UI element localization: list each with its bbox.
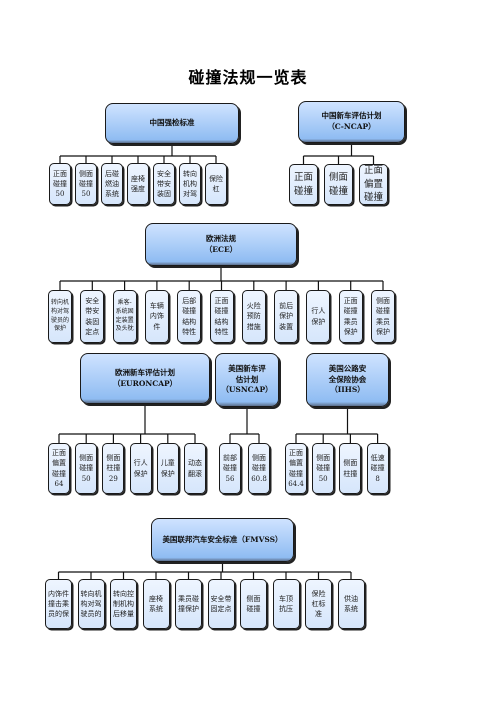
china-item: 转向 机构 对驾 (179, 163, 201, 205)
china-item: 座椅 强度 (127, 163, 149, 205)
ece-item: 侧面 碰撞 乘员 保护 (371, 290, 395, 343)
china-item: 正面 碰撞 50 (49, 163, 71, 205)
usncap-header: 美国新车评估计划（USNCAP） (215, 353, 279, 407)
group-header-line: （IIHS） (330, 385, 365, 395)
china-item: 保险 杠 (205, 163, 227, 205)
ece-item: 前后 保护 装置 (274, 290, 299, 343)
ece-item: 行人 保护 (306, 290, 331, 343)
euroncap-item: 动态 翻滚 (184, 443, 206, 494)
fmvss-item: 侧面 碰撞 (240, 579, 267, 629)
euroncap-item: 侧面 柱撞 29 (102, 443, 125, 494)
group-header-line: 中国强检标准 (149, 118, 195, 128)
ece-item: 安全 带安 装固 定点 (80, 290, 105, 343)
fmvss-item: 内饰件 撞击乘 员的保 (45, 579, 72, 629)
group-header-line: 美国联邦汽车安全标准（FMVSS） (162, 534, 283, 544)
fmvss-item: 转向控 制机构 后移量 (110, 579, 137, 629)
ece-item: 车辆 内饰 件 (144, 290, 169, 343)
group-header-line: 全保险协会 (328, 374, 367, 384)
china-item: 安全 带安 装固 (153, 163, 175, 205)
cncap-item: 侧面 碰撞 (324, 164, 353, 205)
cncap-header: 中国新车评估计划（C-NCAP） (298, 101, 405, 143)
ece-header: 欧洲法规（ECE） (145, 223, 297, 266)
euroncap-item: 儿童 保护 (156, 443, 179, 494)
iihs-item: 侧面 碰撞 50 (312, 443, 335, 494)
euroncap-item: 正面 偏置 碰撞 64 (48, 443, 70, 494)
ece-item: 后部 碰撞 结构 特性 (177, 290, 202, 343)
iihs-item: 正面 偏置 碰撞 64.4 (285, 443, 307, 494)
group-header-line: 估计划 (235, 374, 259, 384)
iihs-item: 侧面 柱撞 (339, 443, 362, 494)
ece-item: 正面 碰撞 结构 特性 (209, 290, 234, 343)
fmvss-item: 安全带 固定点 (207, 579, 235, 629)
china-item: 侧面 碰撞 50 (75, 163, 97, 205)
fmvss-item: 供油 系统 (337, 579, 365, 629)
fmvss-item: 保险 杠标 准 (305, 579, 332, 629)
fmvss-item: 座椅 系统 (142, 579, 170, 629)
euroncap-item: 行人 保护 (129, 443, 152, 494)
china-header: 中国强检标准 (105, 103, 239, 144)
iihs-item: 低速 碰撞 8 (366, 443, 389, 494)
usncap-item: 侧面 碰撞 60.8 (248, 443, 270, 494)
usncap-item: 前部 碰撞 56 (219, 443, 241, 494)
fmvss-item: 乘员碰 撞保护 (175, 579, 202, 629)
china-item: 后碰 燃油 系统 (101, 163, 123, 205)
fmvss-header: 美国联邦汽车安全标准（FMVSS） (151, 518, 294, 562)
group-header-line: 美国新车评 (228, 363, 266, 373)
ece-item: 乘客- 系统固 定装置 及头枕 (112, 290, 137, 343)
cncap-item: 正面 碰撞 (289, 164, 318, 205)
group-header-line: （USNCAP） (221, 385, 273, 395)
group-header-line: 欧洲法规 (206, 233, 236, 243)
ece-item: 转向机 构对驾 驶员的 保护 (48, 290, 72, 343)
cncap-item: 正面 偏置 碰撞 (359, 164, 388, 205)
euroncap-header: 欧洲新车评估计划（EURONCAP） (80, 353, 210, 404)
euroncap-item: 侧面 碰撞 50 (75, 443, 98, 494)
group-header-line: （EURONCAP） (112, 378, 178, 388)
iihs-header: 美国公路安全保险协会（IIHS） (306, 353, 389, 407)
group-header-line: 美国公路安 (328, 363, 367, 373)
fmvss-item: 车顶 抗压 (272, 579, 300, 629)
fmvss-item: 转向机 构对驾 驶员的 (77, 579, 105, 629)
group-header-line: 欧洲新车评估计划 (115, 367, 175, 377)
ece-item: 正面 碰撞 乘员 保护 (338, 290, 363, 343)
page-title: 碰撞法规一览表 (188, 68, 308, 87)
group-header-line: （ECE） (204, 244, 238, 254)
group-header-line: 中国新车评估计划 (321, 111, 382, 121)
group-header-line: （C-NCAP） (327, 122, 376, 131)
ece-item: 火险 预防 措施 (241, 290, 266, 343)
